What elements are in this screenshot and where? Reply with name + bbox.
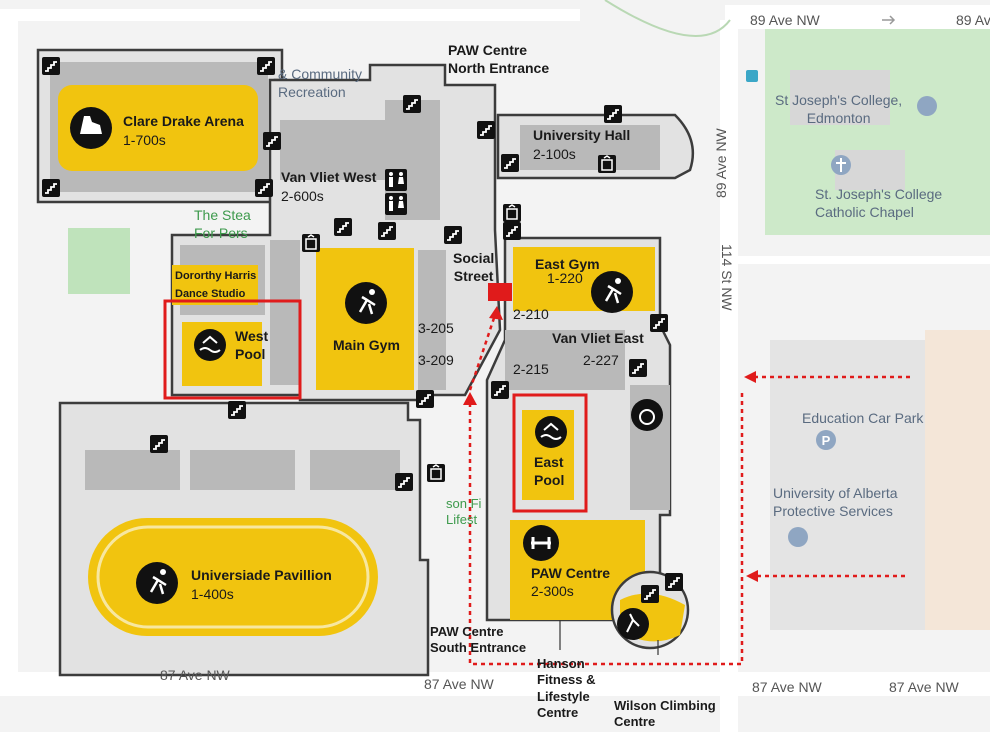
street-87-ave-label: 87 Ave NW bbox=[752, 679, 822, 695]
street-89-ave-label: 89 Ave NW bbox=[713, 128, 729, 198]
room-2-210: 2-210 bbox=[513, 306, 549, 322]
stairs-icon bbox=[254, 178, 274, 198]
street-87-ave-label: 87 Ave NW bbox=[889, 679, 959, 695]
stairs-icon bbox=[500, 153, 520, 173]
svg-text:P: P bbox=[822, 433, 831, 448]
paw-south-entrance-label[interactable]: PAW Centre South Entrance bbox=[430, 624, 527, 656]
universiade-track bbox=[88, 518, 378, 636]
stairs-icon bbox=[628, 358, 648, 378]
stairs-icon bbox=[41, 56, 61, 76]
room-2-215: 2-215 bbox=[513, 361, 549, 377]
poi-st-josephs-chapel[interactable]: St. Joseph's College Catholic Chapel bbox=[815, 186, 943, 220]
universiade-pavillion-room: 1-400s bbox=[191, 586, 234, 602]
dororthy-harris-studio bbox=[172, 265, 258, 305]
social-street-marker bbox=[488, 283, 512, 301]
clare-drake-arena-room: 1-700s bbox=[123, 132, 166, 148]
route-path bbox=[468, 314, 910, 666]
gym-running-icon bbox=[136, 562, 178, 604]
stairs-icon bbox=[402, 94, 422, 114]
stairs-icon bbox=[227, 400, 247, 420]
street-114-st-label: 114 St NW bbox=[719, 244, 735, 311]
room-3-205: 3-205 bbox=[418, 320, 454, 336]
road-114-st bbox=[720, 20, 738, 732]
university-hall-label[interactable]: University Hall bbox=[533, 127, 631, 143]
dumbbell-icon bbox=[523, 525, 559, 561]
poi-ua-protective-services[interactable]: University of Alberta Protective Service… bbox=[773, 485, 898, 519]
universiade-pavillion-label[interactable]: Universiade Pavillion bbox=[191, 567, 332, 583]
swim-icon bbox=[535, 416, 567, 448]
poi-hanson-partial: son Fi Lifest bbox=[446, 496, 482, 528]
stairs-icon bbox=[377, 221, 397, 241]
clare-drake-arena bbox=[58, 85, 258, 171]
west-pool-label[interactable]: West Pool bbox=[235, 328, 269, 362]
park-area bbox=[68, 228, 130, 294]
poi-st-josephs-college[interactable]: St Joseph's College, Edmonton bbox=[775, 92, 903, 126]
climbing-icon bbox=[617, 608, 649, 640]
stairs-icon bbox=[443, 225, 463, 245]
west-pool-highlight bbox=[163, 299, 302, 400]
stairs-icon bbox=[502, 221, 522, 241]
street-89-ave-label: 89 Ave NW bbox=[956, 12, 990, 28]
paw-north-entrance-label[interactable]: PAW Centre North Entrance bbox=[448, 42, 550, 76]
poi-community-recreation[interactable]: & Community Recreation bbox=[278, 66, 363, 100]
east-gym-label[interactable]: East Gym bbox=[535, 256, 600, 272]
east-pool-label[interactable]: East Pool bbox=[534, 454, 565, 488]
stairs-icon bbox=[333, 217, 353, 237]
arrow-right-icon bbox=[882, 15, 896, 25]
university-hall-room: 2-100s bbox=[533, 146, 576, 162]
van-vliet-west-room: 2-600s bbox=[281, 188, 324, 204]
school-icon bbox=[917, 96, 937, 116]
elevator-icon bbox=[502, 203, 522, 223]
poi-education-car-park[interactable]: Education Car Park bbox=[802, 410, 924, 426]
room-3-209: 3-209 bbox=[418, 352, 454, 368]
stairs-icon bbox=[262, 131, 282, 151]
gym-running-icon bbox=[345, 282, 387, 324]
stairs-icon bbox=[476, 120, 496, 140]
church-icon bbox=[831, 155, 851, 175]
stairs-icon bbox=[649, 313, 669, 333]
info-icon bbox=[746, 70, 758, 82]
restroom-icon bbox=[385, 193, 407, 215]
stairs-icon bbox=[415, 389, 435, 409]
shield-icon bbox=[788, 527, 808, 547]
street-87-ave-label: 87 Ave NW bbox=[424, 676, 494, 692]
stairs-icon bbox=[603, 104, 623, 124]
stairs-icon bbox=[149, 434, 169, 454]
skate-icon bbox=[70, 107, 112, 149]
east-pool-highlight bbox=[512, 393, 588, 513]
van-vliet-east-label[interactable]: Van Vliet East bbox=[552, 330, 644, 346]
stairs-icon bbox=[490, 380, 510, 400]
east-gym bbox=[513, 247, 655, 311]
stairs-icon bbox=[394, 472, 414, 492]
poi-the-steadward[interactable]: The Stea For Pers bbox=[194, 207, 251, 241]
parking-icon: P bbox=[816, 430, 836, 450]
paw-centre-label[interactable]: PAW Centre bbox=[531, 565, 611, 581]
accessibility-icon bbox=[631, 399, 663, 431]
van-vliet-west-label[interactable]: Van Vliet West bbox=[281, 169, 377, 185]
restroom-icon bbox=[385, 169, 407, 191]
gym-running-icon bbox=[591, 271, 633, 313]
stairs-icon bbox=[256, 56, 276, 76]
east-gym-room: 1-220 bbox=[547, 270, 583, 286]
elevator-icon bbox=[301, 233, 321, 253]
stairs-icon bbox=[41, 178, 61, 198]
clare-drake-arena-label[interactable]: Clare Drake Arena bbox=[123, 113, 244, 129]
stairs-icon bbox=[664, 572, 684, 592]
wilson-climbing-label[interactable]: Wilson Climbing Centre bbox=[614, 698, 716, 730]
social-street-label[interactable]: Social Street bbox=[453, 250, 495, 284]
dorothy-harris-label[interactable]: Dororthy Harris Dance Studio bbox=[175, 270, 257, 300]
elevator-icon bbox=[597, 154, 617, 174]
hanson-fitness-label[interactable]: Hanson Fitness & Lifestyle Centre bbox=[537, 656, 596, 720]
swim-icon bbox=[194, 329, 226, 361]
main-gym-label[interactable]: Main Gym bbox=[333, 337, 400, 353]
stairs-icon bbox=[640, 584, 660, 604]
paw-centre-room: 2-300s bbox=[531, 583, 574, 599]
van-vliet-east-room: 2-227 bbox=[583, 352, 619, 368]
street-89-ave-label: 89 Ave NW bbox=[750, 12, 820, 28]
elevator-icon bbox=[426, 463, 446, 483]
street-87-ave-label: 87 Ave NW bbox=[160, 667, 230, 683]
road-89-ave bbox=[0, 9, 580, 21]
park-area bbox=[765, 25, 990, 235]
